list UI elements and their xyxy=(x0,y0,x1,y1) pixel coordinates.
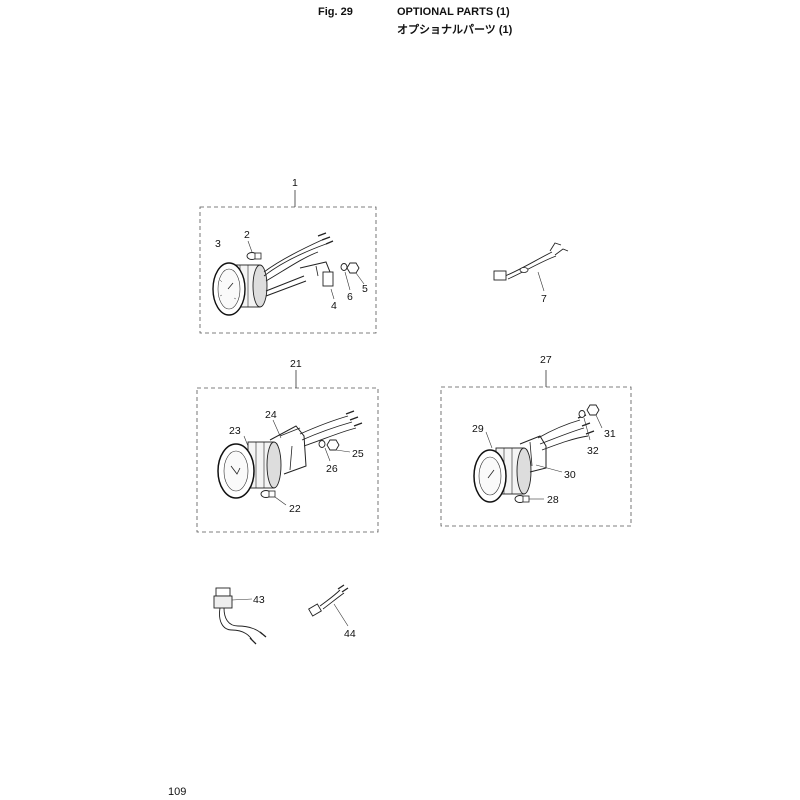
gauge-part-3 xyxy=(212,262,268,316)
callout-6: 6 xyxy=(347,291,353,303)
dashed-group-box xyxy=(196,387,379,533)
lead-part-44: 44 xyxy=(308,584,356,640)
callout-44: 44 xyxy=(344,628,356,640)
callout-2: 2 xyxy=(244,229,250,241)
bulb-part-28 xyxy=(514,495,530,503)
callout-22: 22 xyxy=(289,503,301,515)
callout-43: 43 xyxy=(253,594,265,606)
leader-line xyxy=(330,288,335,300)
nut-part-5 xyxy=(346,262,360,274)
callout-23: 23 xyxy=(229,425,241,437)
nut-part-31 xyxy=(586,404,600,416)
callout-3: 3 xyxy=(215,238,221,250)
washer-part-6 xyxy=(340,263,348,271)
dashed-group-box xyxy=(440,386,632,527)
figure-number: Fig. 29 xyxy=(318,6,353,18)
nut-part-25 xyxy=(326,439,340,451)
bulb-part-2 xyxy=(246,252,262,260)
callout-27: 27 xyxy=(540,354,552,366)
group-1-gauge-kit: 1 2 xyxy=(199,177,377,334)
washer-part-32 xyxy=(578,410,586,418)
leader-line xyxy=(344,271,351,291)
dashed-group-box xyxy=(199,206,377,334)
callout-32: 32 xyxy=(587,445,599,457)
gauge-part-23 xyxy=(217,441,282,499)
callout-25: 25 xyxy=(352,448,364,460)
callout-29: 29 xyxy=(472,423,484,435)
callout-5: 5 xyxy=(362,283,368,295)
callout-26: 26 xyxy=(326,463,338,475)
leader-line xyxy=(355,272,365,285)
gauge-part-29 xyxy=(473,447,532,503)
bulb-part-22 xyxy=(260,490,276,498)
callout-28: 28 xyxy=(547,494,559,506)
callout-30: 30 xyxy=(564,469,576,481)
harness-part-7: 7 xyxy=(493,242,569,305)
bracket-part-4 xyxy=(322,271,334,287)
title-japanese: オプショナルパーツ (1) xyxy=(397,24,513,36)
leader-line xyxy=(247,240,253,253)
socket-part-43: 43 xyxy=(213,587,267,645)
title-english: OPTIONAL PARTS (1) xyxy=(397,6,510,18)
callout-31: 31 xyxy=(604,428,616,440)
callout-7: 7 xyxy=(541,293,547,305)
group-21-gauge-kit: 21 22 23 24 25 xyxy=(196,358,379,533)
callout-24: 24 xyxy=(265,409,277,421)
callout-21: 21 xyxy=(290,358,302,370)
page-number: 109 xyxy=(168,786,187,798)
group-27-gauge-kit: 27 28 29 30 31 xyxy=(440,354,632,527)
callout-1: 1 xyxy=(292,177,298,189)
washer-part-26 xyxy=(318,440,326,448)
callout-4: 4 xyxy=(331,300,337,312)
